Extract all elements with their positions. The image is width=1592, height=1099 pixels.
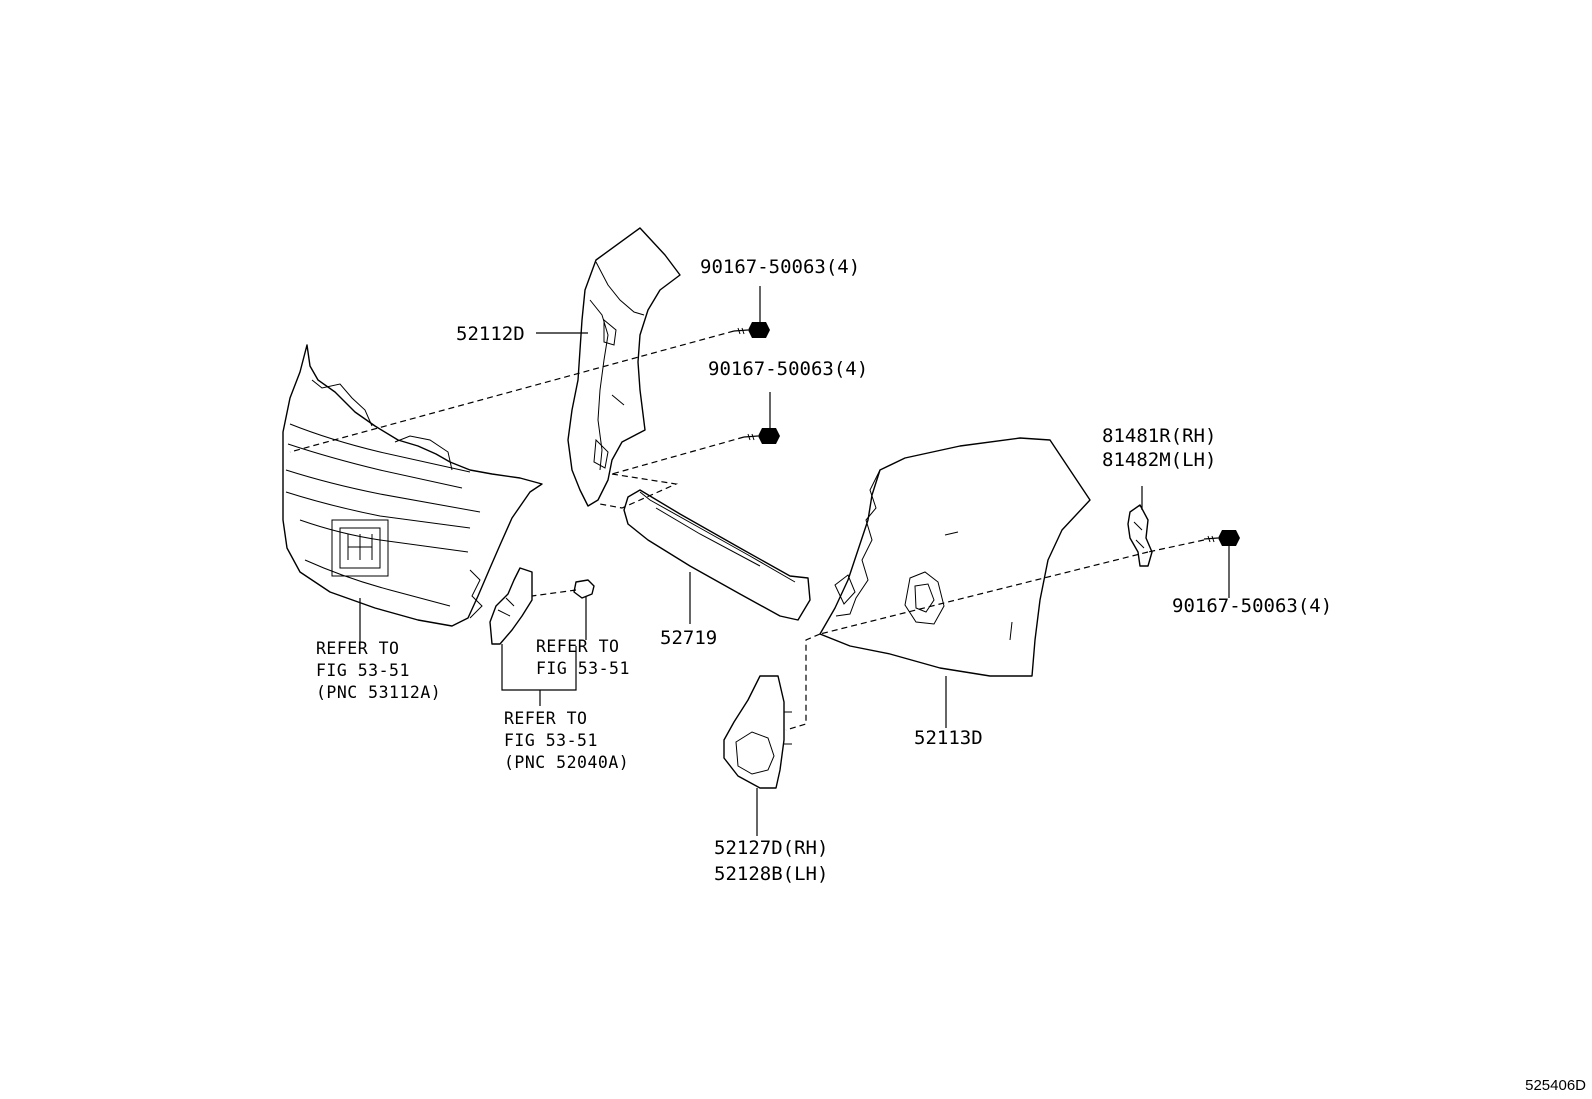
ref-note-2-line1: REFER TO [536, 637, 619, 656]
bezel-52127D [723, 675, 792, 789]
ref-note-1-line1: REFER TO [316, 639, 399, 658]
retainer-52719 [623, 489, 811, 621]
assembly-lines [289, 330, 1205, 731]
bolt-icon-1 [733, 322, 770, 338]
bolt-icon-2 [743, 428, 780, 444]
label-52127D: 52127D(RH) [714, 837, 828, 859]
label-bolt-3: 90167-50063(4) [1172, 595, 1332, 617]
label-52719: 52719 [660, 627, 717, 649]
label-bolt-1: 90167-50063(4) [700, 256, 860, 278]
figure-id: 525406D [1525, 1077, 1586, 1094]
clip-lower-left [489, 567, 533, 645]
ref-note-3-line1: REFER TO [504, 709, 587, 728]
ref-note-3-line3: (PNC 52040A) [504, 753, 629, 772]
bracket-52112D [567, 227, 681, 507]
label-52113D: 52113D [914, 727, 983, 749]
ref-note-3-line2: FIG 53-51 [504, 731, 598, 750]
ref-note-2-line2: FIG 53-51 [536, 659, 630, 678]
ref-note-1-line2: FIG 53-51 [316, 661, 410, 680]
label-bolt-2: 90167-50063(4) [708, 358, 868, 380]
bracket-81481R [1127, 504, 1153, 567]
bolt-icon-3 [1203, 530, 1240, 546]
label-52128B: 52128B(LH) [714, 863, 828, 885]
label-81481R: 81481R(RH) [1102, 425, 1216, 447]
end-cap-52113D [819, 437, 1091, 677]
leader-lines [359, 286, 1230, 836]
clip-upper-left [573, 579, 595, 599]
front-grille-assembly [282, 344, 543, 627]
label-81482M: 81482M(LH) [1102, 449, 1216, 471]
label-52112D: 52112D [456, 323, 525, 345]
ref-note-1-line3: (PNC 53112A) [316, 683, 441, 702]
